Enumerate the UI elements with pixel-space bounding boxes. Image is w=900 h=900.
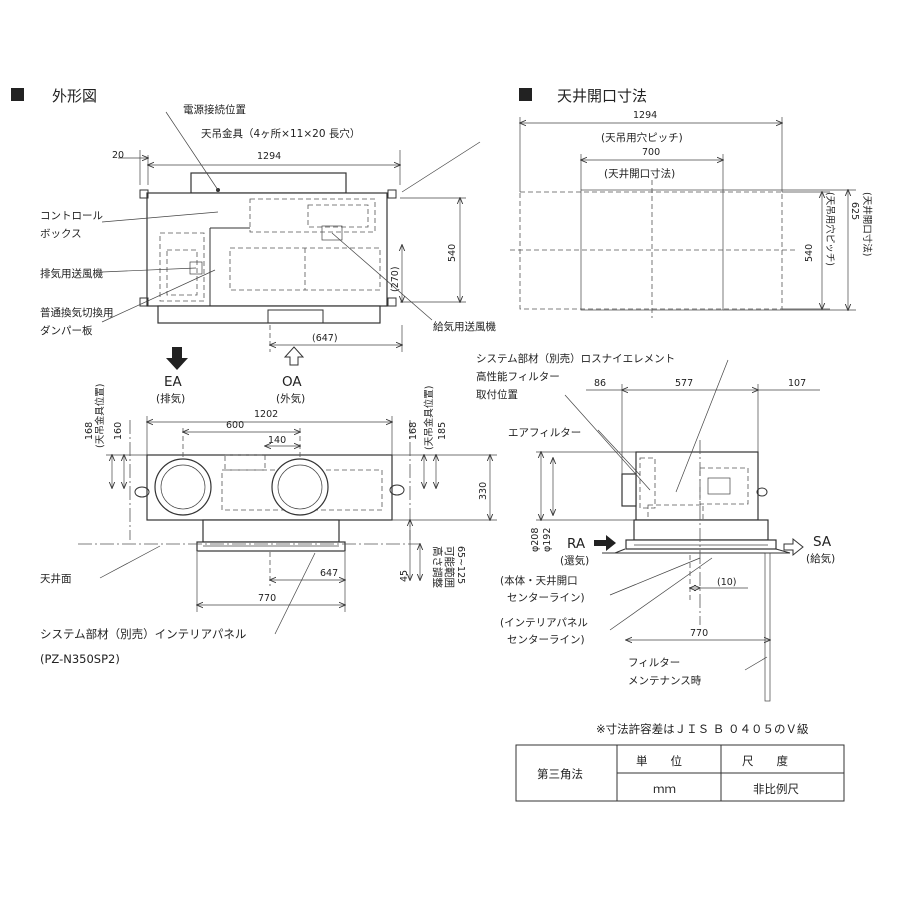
label-ceiling-opening-v: (天井開口寸法) <box>861 192 873 256</box>
label-power-connection: 電源接続位置 <box>183 103 246 116</box>
dim-ceiling-1294: 1294 <box>633 110 657 121</box>
hanger-pos-left: (天吊金具位置) <box>94 384 106 448</box>
dim-ceiling-625: 625 <box>849 202 860 220</box>
title-unit-label: 単 位 <box>636 754 682 768</box>
label-ea-sub: (排気) <box>156 392 185 405</box>
dim-168-left: 168 <box>84 422 95 440</box>
label-hanger: 天吊金具（4ヶ所×11×20 長穴） <box>201 127 360 140</box>
title-block: 第三角法 単 位 ｍｍ 尺 度 非比例尺 <box>515 744 845 802</box>
label-panel-center-1: (インテリアパネル <box>500 617 588 629</box>
label-height-adjust-3: 65~125 <box>455 546 466 584</box>
label-ceiling-opening: (天井開口寸法) <box>604 167 675 180</box>
label-oa: OA <box>282 374 302 390</box>
dim-107: 107 <box>788 378 806 389</box>
dim-330: 330 <box>478 482 489 500</box>
side-view: システム部材（別売）ロスナイエレメント 高性能フィルター 取付位置 86 577… <box>476 352 835 702</box>
dim-600: 600 <box>226 420 244 431</box>
dim-770-side: 770 <box>690 628 708 639</box>
label-oa-sub: (外気) <box>276 392 305 405</box>
label-ceiling-surface: 天井面 <box>40 572 72 585</box>
label-air-filter: エアフィルター <box>508 427 581 439</box>
title-unit-value: ｍｍ <box>653 782 676 796</box>
dim-270: (270) <box>390 266 401 292</box>
outline-top-view: 電源接続位置 天吊金具（4ヶ所×11×20 長穴） 20 1294 コントロール… <box>40 103 496 352</box>
dim-647-front: 647 <box>320 568 338 579</box>
label-ceiling-pitch: (天吊用穴ピッチ) <box>601 131 683 144</box>
dim-160: 160 <box>113 422 124 440</box>
label-center-line-1: (本体・天井開口 <box>500 574 578 587</box>
title-projection: 第三角法 <box>537 767 583 781</box>
dim-ceiling-700: 700 <box>642 147 660 158</box>
label-height-adjust-1: 高さ調整 <box>431 546 444 588</box>
dim-185: 185 <box>437 422 448 440</box>
dim-770-front: 770 <box>258 593 276 604</box>
heading-square-ceiling <box>519 88 532 101</box>
label-filter-maint-1: フィルター <box>628 657 680 669</box>
dim-86: 86 <box>594 378 606 389</box>
dim-647-top: (647) <box>312 333 338 344</box>
label-control-box-2: ボックス <box>40 228 82 240</box>
dim-1202: 1202 <box>254 409 278 420</box>
heading-ceiling-opening: 天井開口寸法 <box>557 87 647 105</box>
dim-540-top: 540 <box>447 244 458 262</box>
label-panel-center-2: センターライン) <box>507 634 585 646</box>
title-scale-label: 尺 度 <box>742 754 788 768</box>
dim-20: 20 <box>112 150 124 161</box>
label-high-filter-2: 取付位置 <box>476 388 518 401</box>
label-high-filter-1: 高性能フィルター <box>476 370 560 383</box>
label-sa: SA <box>813 534 832 550</box>
label-ra-sub: (還気) <box>560 554 589 567</box>
dim-208: φ208 <box>530 528 541 552</box>
label-filter-maint-2: メンテナンス時 <box>628 675 702 687</box>
heading-outline: 外形図 <box>52 87 97 105</box>
outline-front-view: EA (排気) OA (外気) <box>40 346 497 666</box>
label-exhaust-fan: 排気用送風機 <box>40 267 103 280</box>
ceiling-opening-view: 1294 (天吊用穴ピッチ) 700 (天井開口寸法) 540 (天吊用穴ピッチ… <box>510 110 873 318</box>
label-ceiling-pitch-v: (天吊用穴ピッチ) <box>824 192 836 266</box>
dim-577: 577 <box>675 378 693 389</box>
dim-10: (10) <box>717 577 737 588</box>
label-panel-model: (PZ-N350SP2) <box>40 652 120 666</box>
label-supply-fan: 給気用送風機 <box>433 320 496 333</box>
dim-45: 45 <box>399 570 410 582</box>
dim-140: 140 <box>268 435 286 446</box>
label-ra: RA <box>567 536 586 552</box>
dim-192: φ192 <box>542 528 553 552</box>
label-sa-sub: (給気) <box>806 552 835 565</box>
tolerance-note: ※寸法許容差はＪＩＳ Ｂ ０４０５のＶ級 <box>596 722 809 736</box>
dim-ceiling-540: 540 <box>804 244 815 262</box>
label-ea: EA <box>164 374 183 390</box>
label-control-box-1: コントロール <box>40 210 103 222</box>
dim-168-right: 168 <box>408 422 419 440</box>
label-damper-2: ダンパー板 <box>40 324 93 337</box>
dim-1294-top: 1294 <box>257 151 281 162</box>
label-damper-1: 普通換気切換用 <box>40 306 114 319</box>
label-interior-panel: システム部材（別売）インテリアパネル <box>40 627 246 641</box>
label-center-line-2: センターライン) <box>507 592 585 604</box>
heading-square-outline <box>11 88 24 101</box>
label-height-adjust-2: 可能範囲 <box>443 546 456 588</box>
title-scale-value: 非比例尺 <box>753 782 799 796</box>
hanger-pos-right: (天吊金具位置) <box>423 386 435 450</box>
label-element: システム部材（別売）ロスナイエレメント <box>476 352 675 365</box>
